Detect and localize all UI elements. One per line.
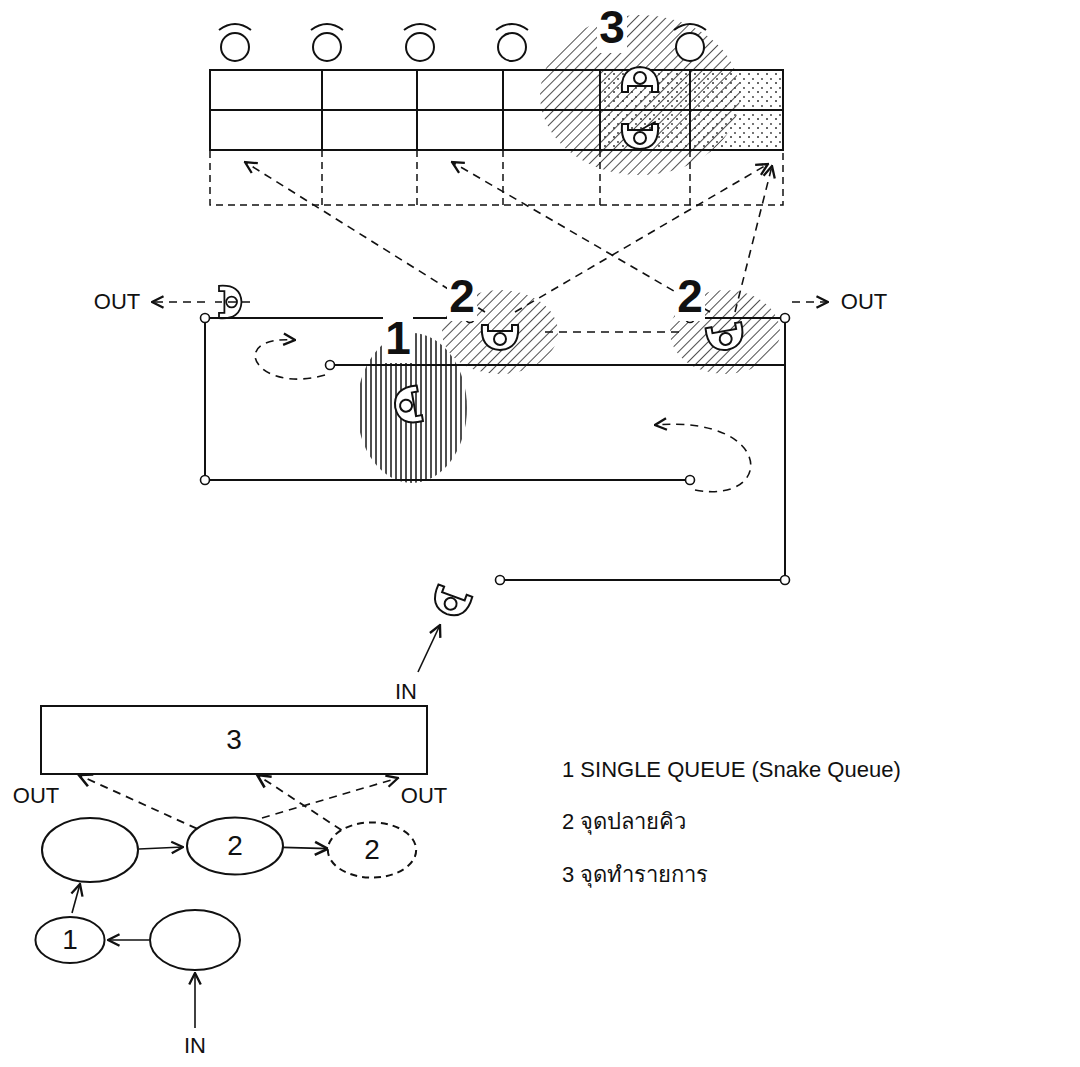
flow-label: IN — [393, 680, 419, 704]
callout-number: 3 — [597, 2, 627, 53]
queue-plan — [42, 15, 828, 1028]
flow-label: IN — [182, 1034, 208, 1058]
person-icon — [482, 325, 518, 350]
queue-point-circle: 1 — [34, 915, 106, 965]
callout-number: 3 — [226, 725, 242, 756]
flow-label: OUT — [11, 784, 61, 808]
person-icon — [705, 322, 745, 353]
callout-number: 2 — [364, 835, 380, 866]
flow-label: OUT — [839, 290, 889, 314]
flow-connector — [283, 847, 328, 848]
flow-label: OUT — [399, 784, 449, 808]
person-icon — [622, 67, 658, 92]
queue-point-circle: 2 — [185, 815, 285, 877]
flow-connector — [257, 775, 341, 830]
flow-connector — [79, 775, 197, 829]
queue-point-circle: 2 — [326, 820, 418, 880]
callout-number: 1 — [383, 313, 413, 364]
callout-number: 2 — [227, 831, 243, 862]
legend-note: 3 จุดทำรายการ — [560, 863, 710, 887]
person-icon — [392, 385, 423, 425]
callout-number: 1 — [62, 925, 78, 956]
callout-number: 2 — [447, 271, 477, 322]
person-icon — [622, 124, 658, 149]
flow-label: OUT — [92, 290, 142, 314]
process-box: 3 — [40, 705, 428, 775]
legend-note: 2 จุดปลายคิว — [560, 810, 688, 834]
legend-note: 1 SINGLE QUEUE (Snake Queue) — [560, 758, 903, 782]
person-icon — [430, 584, 473, 620]
callout-number: 2 — [675, 271, 705, 322]
